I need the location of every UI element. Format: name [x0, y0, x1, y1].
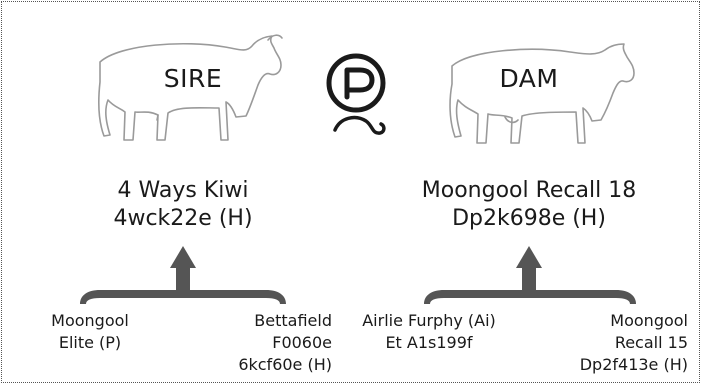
dam-paternal-line-2: Et A1s199f — [385, 333, 473, 352]
dam-bracket-arrow — [424, 246, 636, 304]
dam-maternal-parent: Moongool Recall 15 Dp2f413e (H) — [560, 310, 688, 376]
sire-paternal-line-1: Moongool — [51, 311, 129, 330]
dam-paternal-parent: Airlie Furphy (Ai) Et A1s199f — [350, 310, 508, 354]
dam-maternal-line-1: Moongool — [610, 311, 688, 330]
poll-symbol-icon — [326, 53, 386, 135]
dam-paternal-line-1: Airlie Furphy (Ai) — [362, 311, 496, 330]
sire-paternal-parent: Moongool Elite (P) — [30, 310, 150, 354]
dam-maternal-line-3: Dp2f413e (H) — [579, 355, 688, 374]
sire-name-block: 4 Ways Kiwi 4wck22e (H) — [83, 177, 283, 233]
sire-paternal-line-2: Elite (P) — [58, 333, 122, 352]
dam-maternal-line-2: Recall 15 — [614, 333, 688, 352]
sire-maternal-line-2: F0060e — [272, 333, 332, 352]
sire-bracket-arrow — [80, 246, 286, 304]
sire-maternal-line-1: Bettafield — [254, 311, 332, 330]
sire-id: 4wck22e (H) — [113, 206, 253, 231]
dam-name-block: Moongool Recall 18 Dp2k698e (H) — [404, 177, 654, 233]
sire-cow-icon — [98, 34, 283, 141]
dam-label: DAM — [499, 64, 559, 93]
sire-maternal-line-3: 6kcf60e (H) — [238, 355, 332, 374]
sire-maternal-parent: Bettafield F0060e 6kcf60e (H) — [212, 310, 332, 376]
dam-cow-icon — [449, 43, 635, 144]
dam-id: Dp2k698e (H) — [452, 206, 606, 231]
sire-label: SIRE — [163, 64, 223, 93]
sire-name: 4 Ways Kiwi — [117, 178, 249, 203]
dam-name: Moongool Recall 18 — [421, 178, 637, 203]
